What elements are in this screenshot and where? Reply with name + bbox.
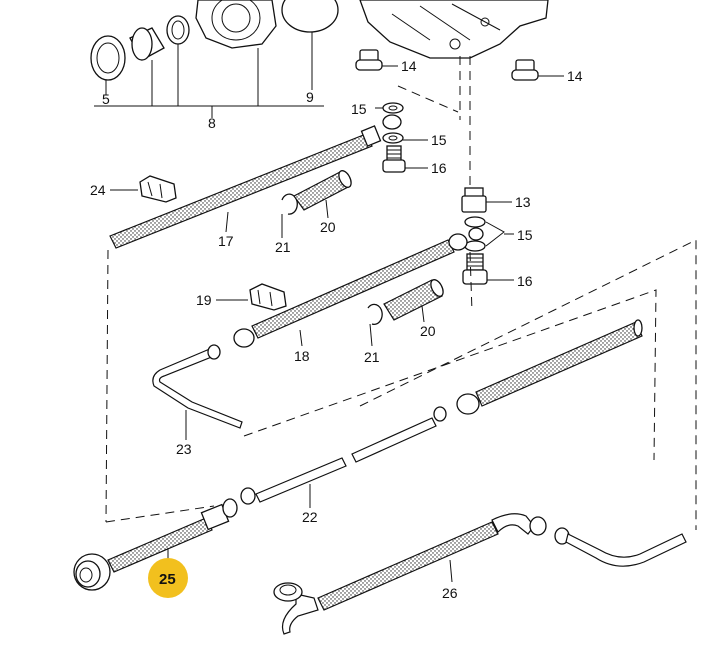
callout-9: 9	[306, 89, 314, 105]
hose-right-upper[interactable]	[433, 319, 643, 422]
callout-15-a: 15	[351, 101, 367, 117]
callout-21-b: 21	[364, 349, 380, 365]
callout-bracket-8	[94, 32, 324, 118]
callout-16-a: 16	[431, 160, 447, 176]
gearbox-case	[359, 0, 549, 59]
pipe-22[interactable]	[240, 457, 347, 505]
callout-20-b: 20	[420, 323, 436, 339]
callout-19: 19	[196, 292, 212, 308]
hose-26[interactable]	[273, 513, 547, 635]
callout-18: 18	[294, 348, 310, 364]
callout-5: 5	[102, 91, 110, 107]
hose-clip-24[interactable]	[139, 175, 177, 203]
washer-15-b[interactable]	[382, 132, 404, 144]
pipe-23[interactable]	[152, 344, 243, 429]
union-fitting-13[interactable]	[461, 187, 487, 213]
callout-14-left: 14	[401, 58, 417, 74]
callout-20-a: 20	[320, 219, 336, 235]
tube-middle[interactable]	[351, 417, 437, 463]
hose-clip-19[interactable]	[249, 283, 287, 311]
callout-24: 24	[90, 182, 106, 198]
guide-line-4	[469, 251, 473, 313]
bearing-sleeve-a[interactable]	[129, 27, 165, 61]
callout-21-a: 21	[275, 239, 291, 255]
callout-26: 26	[442, 585, 458, 601]
hose-sleeve-20-b[interactable]	[383, 278, 446, 321]
bearing-ring-5[interactable]	[90, 35, 126, 81]
hose-17[interactable]	[109, 114, 402, 249]
callout-25: 25	[159, 571, 176, 588]
o-ring-9[interactable]	[281, 0, 339, 33]
bearing-sleeve-b[interactable]	[166, 15, 190, 45]
frame-bottom-left	[105, 505, 215, 523]
plug-14-left[interactable]	[355, 49, 383, 71]
callout-14-right: 14	[567, 68, 583, 84]
callout-15-b: 15	[431, 132, 447, 148]
frame-inner	[243, 289, 657, 461]
guide-line-1	[397, 85, 459, 113]
circlip-21-b[interactable]	[367, 303, 383, 326]
callout-16-b: 16	[517, 273, 533, 289]
hose-25[interactable]	[73, 498, 238, 591]
callout-22: 22	[302, 509, 318, 525]
hose-sleeve-20-a[interactable]	[293, 169, 354, 211]
callout-15-c: 15	[517, 227, 533, 243]
washer-15-a[interactable]	[382, 102, 404, 114]
callout-17: 17	[218, 233, 234, 249]
banjo-bolt-16-b[interactable]	[462, 253, 488, 285]
callout-23: 23	[176, 441, 192, 457]
plug-14-right[interactable]	[511, 59, 539, 81]
callout-8: 8	[208, 115, 216, 131]
callout-13: 13	[515, 194, 531, 210]
pipe-right-lower[interactable]	[554, 527, 687, 567]
bearing-housing[interactable]	[195, 0, 277, 49]
frame-left	[105, 249, 109, 523]
highlight-marker	[148, 558, 188, 598]
hose-18[interactable]	[233, 227, 484, 348]
banjo-bolt-16-a[interactable]	[382, 145, 406, 173]
frame-outer-right	[359, 239, 697, 530]
